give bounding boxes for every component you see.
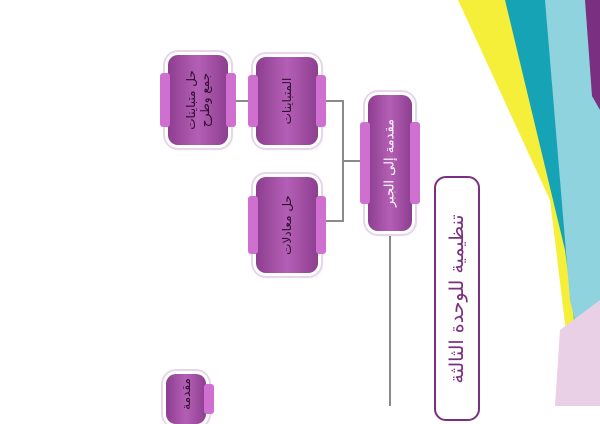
- child1-connector: [322, 100, 344, 102]
- root-down-line: [389, 234, 391, 406]
- child-node-equations: حل معادلات: [248, 177, 326, 273]
- node-cap: [248, 196, 258, 254]
- child-node-inequalities: المتباينات: [248, 57, 326, 145]
- node-cap: [410, 122, 420, 204]
- grandchild-connector: [232, 100, 254, 102]
- children-vertical: [342, 100, 344, 220]
- root-node: مقدمة إلى الجبر: [360, 95, 420, 231]
- child2-connector: [322, 220, 344, 222]
- grandchild-line-2: جمع وطرح: [198, 72, 212, 128]
- pink-stripe: [555, 300, 600, 406]
- node-cap: [248, 74, 258, 128]
- light-blue-stripe: [545, 0, 600, 406]
- root-to-children-h: [342, 160, 366, 162]
- grandchild-node-label: حل متباينات جمع وطرح: [184, 70, 212, 130]
- decorative-stripes: [458, 0, 600, 406]
- node-cap: [204, 384, 214, 414]
- node-cap: [360, 122, 370, 204]
- node-cap: [316, 196, 326, 254]
- child-node-label: المتباينات: [280, 77, 294, 125]
- node-cap: [316, 74, 326, 128]
- title-box: تنظيمية للوحدة الثالثة: [434, 176, 480, 421]
- partial-node: مقدمة: [166, 374, 214, 424]
- node-cap: [226, 73, 236, 127]
- partial-node-label: مقدمة: [179, 378, 193, 410]
- diagram-canvas: مقدمة إلى الجبر المتباينات حل معادلات حل…: [160, 0, 600, 424]
- purple-stripe: [585, 0, 600, 110]
- child-node-label: حل معادلات: [280, 195, 294, 255]
- node-cap: [160, 73, 170, 127]
- grandchild-line-1: حل متباينات: [184, 70, 198, 130]
- grandchild-node: حل متباينات جمع وطرح: [160, 55, 236, 145]
- diagram-title: تنظيمية للوحدة الثالثة: [446, 213, 468, 384]
- root-node-label: مقدمة إلى الجبر: [382, 118, 398, 208]
